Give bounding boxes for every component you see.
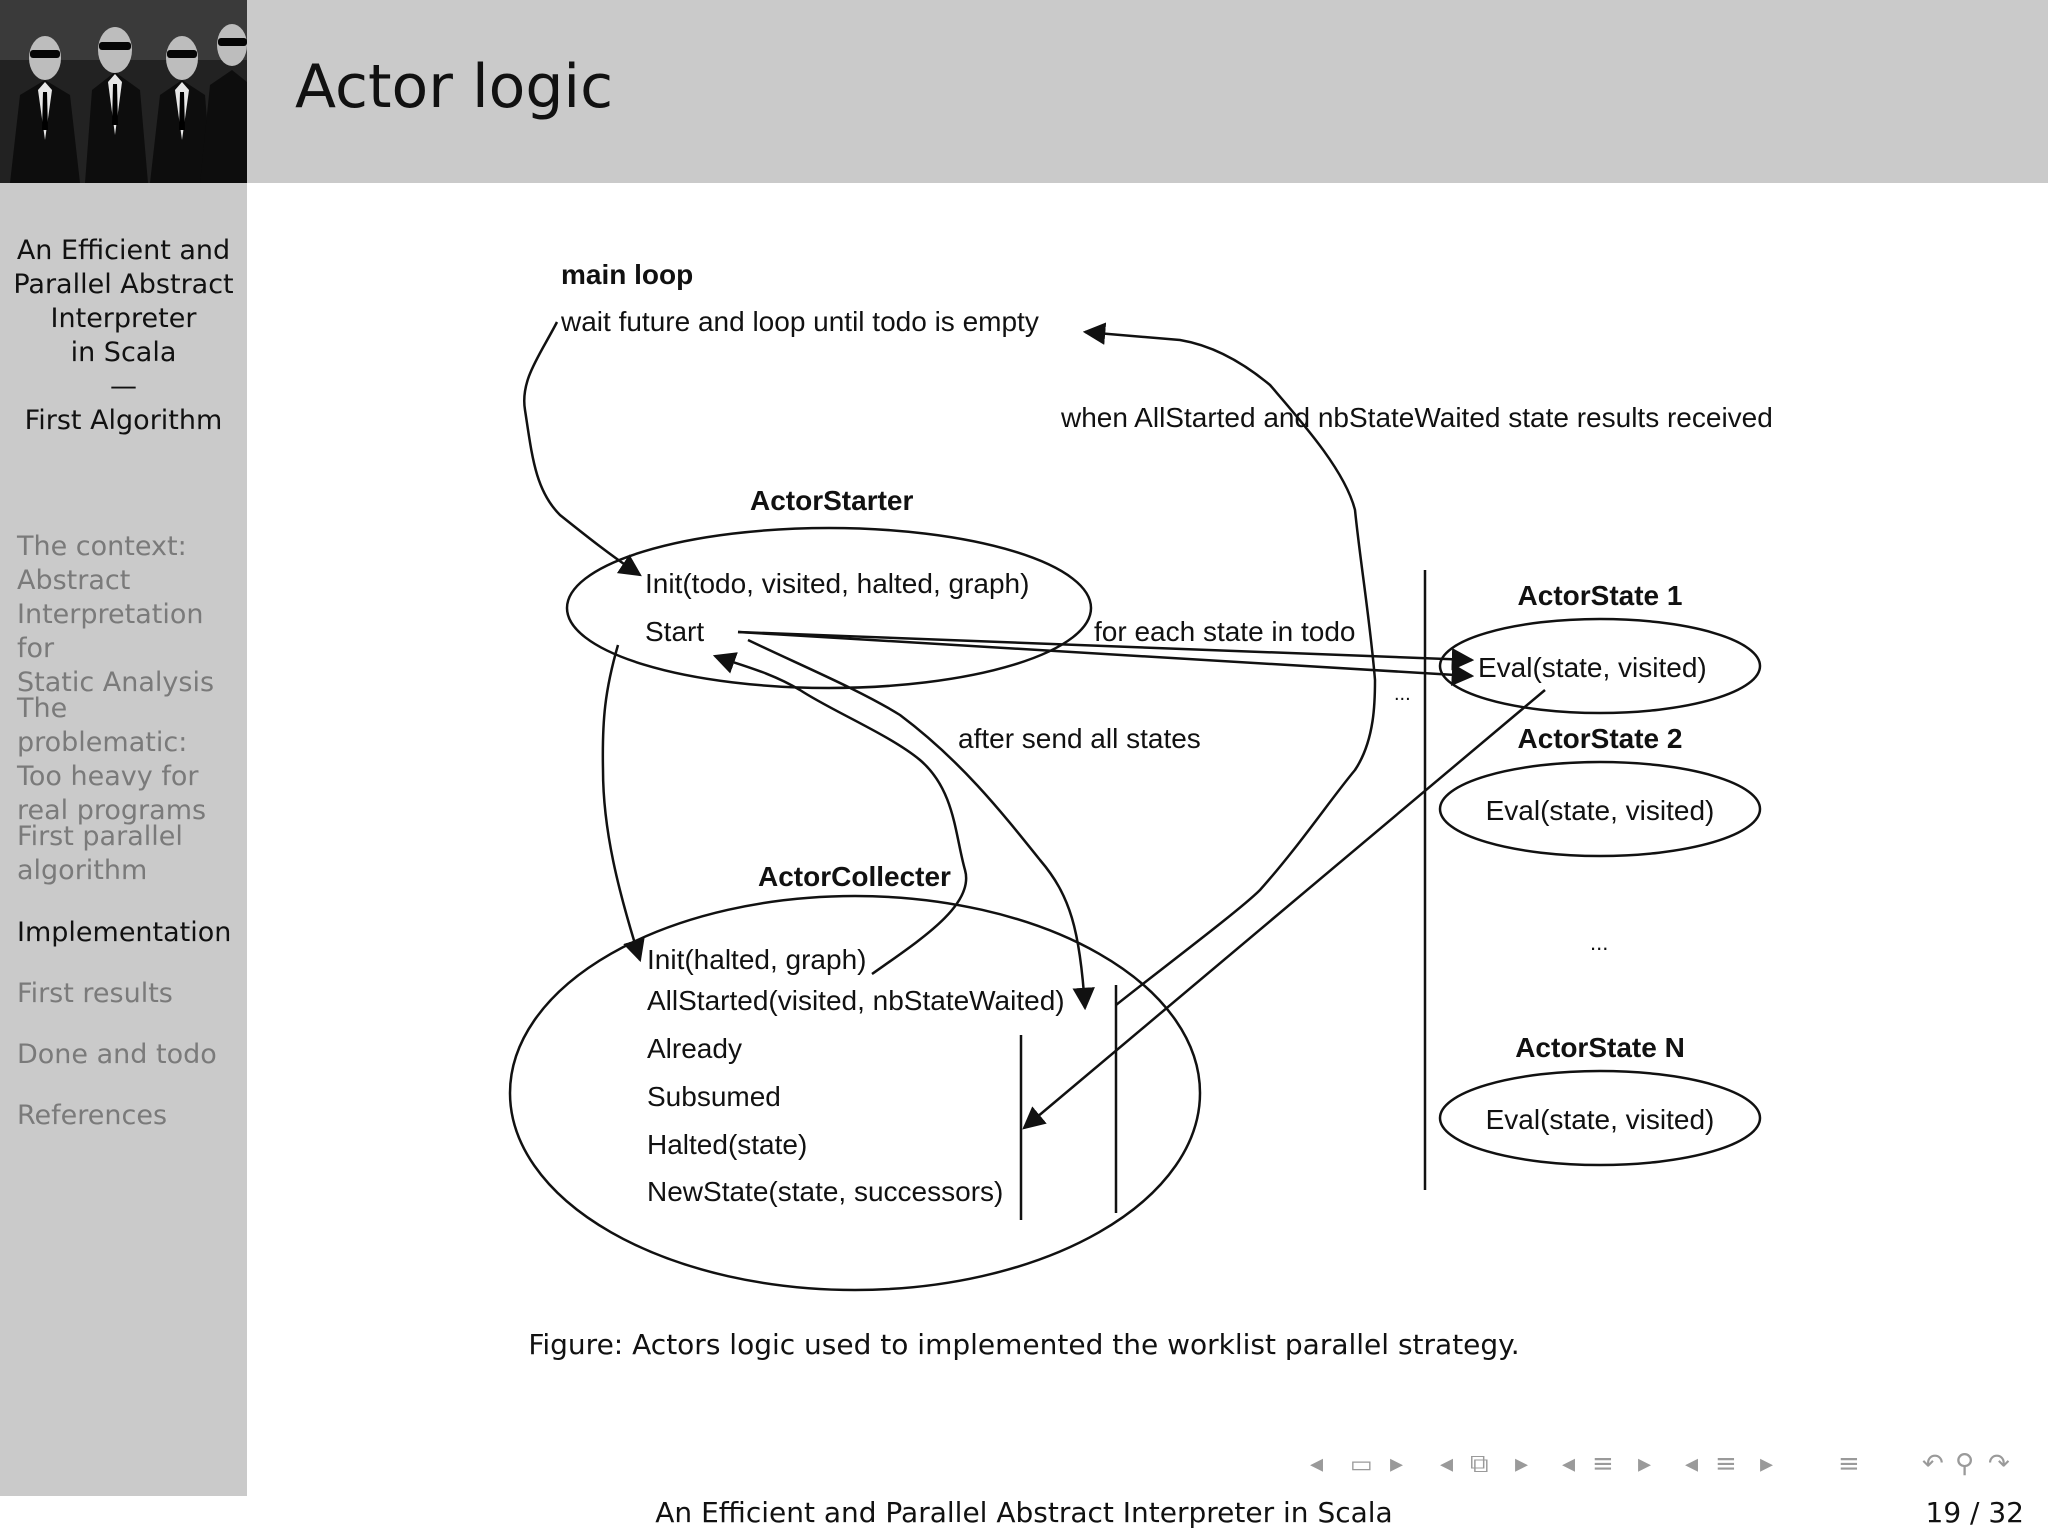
actor-state-1-ellipse <box>1438 617 1762 715</box>
sidebar-item-problematic[interactable]: The problematic: Too heavy for real prog… <box>17 692 242 828</box>
logo-image <box>0 0 247 183</box>
edge-start-to-eval-1 <box>737 630 1475 671</box>
edge-label-when-all-started: when AllStarted and nbStateWaited state … <box>1060 402 1773 433</box>
slides-icon[interactable]: ⧉ <box>1470 1449 1489 1479</box>
edge-eval-to-halted <box>1022 689 1546 1130</box>
footer-title: An Efficient and Parallel Abstract Inter… <box>655 1496 1393 1529</box>
collecter-message-newstate: NewState(state, successors) <box>647 1176 1003 1207</box>
sidebar-item-label: The problematic: <box>17 693 188 758</box>
actor-collecter-ellipse <box>508 894 1202 1292</box>
nav-right-icon[interactable]: ▸ <box>1515 1449 1529 1479</box>
subsection-title: First Algorithm <box>24 405 223 436</box>
sidebar: An Efficient and Parallel Abstract Inter… <box>0 0 247 1496</box>
edge-label-after-send: after send all states <box>958 723 1201 754</box>
actor-state-1-message: Eval(state, visited) <box>1478 652 1707 683</box>
edge-start-to-eval-2 <box>737 630 1475 687</box>
nav-left-icon[interactable]: ◂ <box>1685 1449 1699 1479</box>
frame-icon[interactable]: ▭ <box>1350 1450 1373 1478</box>
actor-starter-title: ActorStarter <box>750 485 913 516</box>
sidebar-item-first-parallel-algorithm[interactable]: First parallel algorithm <box>17 820 242 888</box>
collecter-message-subsumed: Subsumed <box>647 1081 781 1112</box>
subsection-icon[interactable]: ≡ <box>1592 1449 1614 1479</box>
beamer-navigation: ◂ ▭ ▸ ◂ ⧉ ▸ ◂ ≡ ▸ ◂ ≡ ▸ ≡ ↶ ⚲ ↷ <box>1310 1446 2030 1482</box>
sidebar-item-label: Done and todo <box>17 1039 217 1070</box>
sidebar-item-label: Too heavy for <box>17 761 199 792</box>
undo-icon[interactable]: ↶ <box>1922 1449 1944 1479</box>
nav-right-icon[interactable]: ▸ <box>1390 1449 1404 1479</box>
collecter-message-allstarted: AllStarted(visited, nbStateWaited) <box>647 985 1065 1016</box>
actor-state-n-ellipse <box>1438 1069 1762 1167</box>
actor-starter-ellipse <box>565 526 1093 690</box>
sidebar-item-label: Interpretation for <box>17 599 204 664</box>
collecter-message-already: Already <box>647 1033 742 1064</box>
collecter-message-halted: Halted(state) <box>647 1129 807 1160</box>
edge-start-to-allstarted <box>747 638 1095 1011</box>
actor-state-2-title: ActorState 2 <box>1518 723 1683 754</box>
sidebar-item-label: First parallel <box>17 821 183 852</box>
talk-title-line: Interpreter <box>50 303 197 334</box>
page-title: Actor logic <box>295 52 614 122</box>
nav-left-icon[interactable]: ◂ <box>1562 1449 1576 1479</box>
main-loop-title: main loop <box>561 259 693 290</box>
sidebar-item-label: Implementation <box>17 917 232 948</box>
sidebar-item-label: real programs <box>17 795 207 826</box>
actor-state-2-message: Eval(state, visited) <box>1486 795 1715 826</box>
talk-title-line: Parallel Abstract <box>13 269 234 300</box>
edge-starter-to-collecter-init <box>601 644 645 963</box>
edge-mainloop-to-starter <box>522 321 642 577</box>
sidebar-item-references[interactable]: References <box>17 1099 242 1133</box>
nav-right-icon[interactable]: ▸ <box>1638 1449 1652 1479</box>
sidebar-item-label: References <box>17 1100 168 1131</box>
nav-left-icon[interactable]: ◂ <box>1310 1449 1324 1479</box>
actor-state-1-title: ActorState 1 <box>1518 580 1683 611</box>
nav-right-icon[interactable]: ▸ <box>1760 1449 1774 1479</box>
section-icon[interactable]: ≡ <box>1715 1449 1737 1479</box>
main-loop-text: wait future and loop until todo is empty <box>560 306 1039 337</box>
redo-icon[interactable]: ↷ <box>1988 1449 2010 1479</box>
document-icon[interactable]: ≡ <box>1838 1449 1860 1479</box>
collecter-message-init: Init(halted, graph) <box>647 944 866 975</box>
search-icon[interactable]: ⚲ <box>1955 1449 1975 1479</box>
sidebar-item-label: algorithm <box>17 855 148 886</box>
talk-title-line: in Scala <box>70 337 177 368</box>
sidebar-item-done-and-todo[interactable]: Done and todo <box>17 1038 242 1072</box>
talk-title-separator: — <box>110 371 137 402</box>
actor-state-n-message: Eval(state, visited) <box>1486 1104 1715 1135</box>
frame-header: Actor logic <box>247 0 2048 183</box>
starter-message-init: Init(todo, visited, halted, graph) <box>645 568 1029 599</box>
figure-caption: Figure: Actors logic used to implemented… <box>528 1328 1520 1361</box>
actor-collecter-title: ActorCollecter <box>758 861 951 892</box>
edge-label-for-each-state: for each state in todo <box>1094 616 1356 647</box>
sidebar-item-label: Static Analysis <box>17 667 215 698</box>
sidebar-item-label: Abstract <box>17 565 131 596</box>
sidebar-item-label: The context: <box>17 531 187 562</box>
nav-left-icon[interactable]: ◂ <box>1440 1449 1454 1479</box>
talk-title-line: An Efficient and <box>16 235 231 266</box>
sidebar-item-context[interactable]: The context: Abstract Interpretation for… <box>17 530 242 700</box>
sidebar-item-implementation[interactable]: Implementation <box>17 916 242 950</box>
starter-message-start: Start <box>645 616 704 647</box>
sidebar-item-label: First results <box>17 978 173 1009</box>
ellipsis-small: ... <box>1394 683 1411 705</box>
sidebar-item-first-results[interactable]: First results <box>17 977 242 1011</box>
actor-state-n-title: ActorState N <box>1515 1032 1685 1063</box>
ellipsis-states: ... <box>1590 930 1608 955</box>
edge-collecter-to-start <box>712 652 968 976</box>
page-number: 19 / 32 <box>1925 1496 2025 1529</box>
actor-state-2-ellipse <box>1438 760 1762 858</box>
edge-allstarted-to-mainloop <box>1082 322 1377 1006</box>
